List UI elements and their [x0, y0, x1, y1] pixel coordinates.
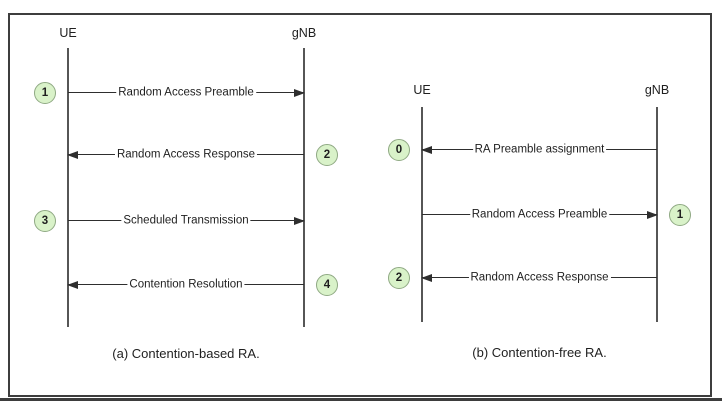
- actor-label-ue: UE: [59, 26, 77, 40]
- step-badge: 2: [316, 144, 338, 166]
- message-row: Random Access Preamble 1: [422, 204, 691, 226]
- actor-label-gnb: gNB: [644, 83, 670, 97]
- message-row: Scheduled Transmission 3: [34, 210, 305, 232]
- message-label: Random Access Response: [114, 148, 258, 162]
- arrow-left-icon: [421, 146, 432, 154]
- arrow-right-icon: [294, 89, 305, 97]
- diagram-contention-based-ra: UE gNB Random Access Preamble 1 Random A…: [10, 15, 710, 395]
- step-badge: 2: [388, 267, 410, 289]
- message-row: RA Preamble assignment 0: [388, 139, 657, 161]
- bottom-rule: [0, 398, 722, 401]
- step-badge: 0: [388, 139, 410, 161]
- arrow-left-icon: [67, 281, 78, 289]
- diagram-contention-free-ra: UE gNB RA Preamble assignment 0 Random A…: [10, 15, 710, 395]
- message-row: Random Access Response 2: [388, 267, 657, 289]
- arrow-right-icon: [647, 211, 658, 219]
- step-badge: 1: [34, 82, 56, 104]
- figure-frame: UE gNB Random Access Preamble 1 Random A…: [8, 13, 712, 397]
- message-label: Random Access Preamble: [116, 86, 256, 100]
- lifeline-gnb: [303, 48, 305, 327]
- message-row: Random Access Preamble 1: [34, 82, 305, 104]
- diagram-caption: (b) Contention-free RA.: [472, 345, 607, 360]
- diagram-caption: (a) Contention-based RA.: [112, 346, 260, 361]
- actor-label-ue: UE: [413, 83, 431, 97]
- message-row: Random Access Response 2: [67, 144, 338, 166]
- step-badge: 4: [316, 274, 338, 296]
- step-badge: 3: [34, 210, 56, 232]
- message-label: RA Preamble assignment: [472, 143, 607, 157]
- message-label: Random Access Response: [468, 271, 611, 285]
- message-label: Scheduled Transmission: [121, 214, 251, 228]
- arrow-left-icon: [67, 151, 78, 159]
- arrow-left-icon: [421, 274, 432, 282]
- lifeline-ue: [67, 48, 69, 327]
- arrow-right-icon: [294, 217, 305, 225]
- message-row: Contention Resolution 4: [67, 274, 338, 296]
- message-label: Random Access Preamble: [469, 208, 610, 222]
- actor-label-gnb: gNB: [291, 26, 317, 40]
- message-label: Contention Resolution: [127, 278, 245, 292]
- step-badge: 1: [669, 204, 691, 226]
